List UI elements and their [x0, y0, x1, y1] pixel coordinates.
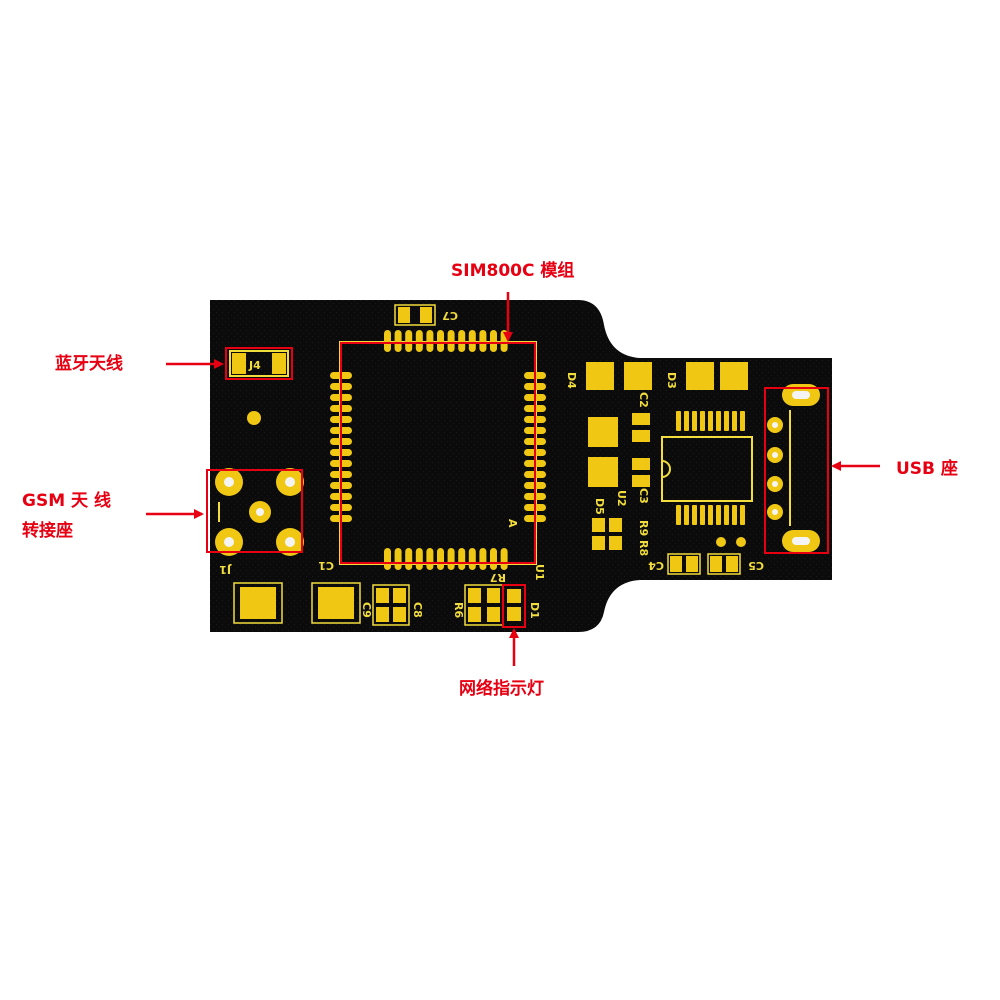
u2-pin — [716, 411, 721, 431]
u2-pin — [732, 505, 737, 525]
sim800c-pad — [437, 548, 444, 570]
sim800c-pad — [468, 548, 476, 570]
sim800c-pad — [415, 548, 423, 570]
bluetooth-antenna-component: J4 — [229, 350, 289, 377]
callout-usb-socket: USB 座 — [896, 459, 958, 479]
sim800c-pad — [458, 330, 466, 352]
sim800c-pad — [500, 330, 508, 352]
bottom-left-capacitors: C1 — [233, 559, 361, 624]
sim800c-pad — [490, 548, 497, 570]
silk-U2: U2 — [615, 490, 628, 507]
silk-J1: J1 — [219, 563, 232, 576]
silk-J4: J4 — [248, 359, 261, 372]
u2-pin — [684, 505, 689, 525]
u2-pin — [692, 411, 697, 431]
silk-C8: C8 — [411, 602, 424, 618]
u2-pin — [724, 411, 729, 431]
sim800c-pad — [479, 330, 487, 352]
u2-pin — [708, 505, 713, 525]
usb-bridge-chip-U2 — [661, 411, 753, 525]
sim800c-pad — [490, 330, 497, 352]
sim800c-pad — [437, 330, 444, 352]
silk-C9: C9 — [360, 602, 373, 618]
u2-pin — [700, 411, 705, 431]
u2-pin — [716, 505, 721, 525]
silk-R6: R6 — [452, 602, 465, 618]
highlight-gsm-connector — [206, 469, 303, 553]
capacitors-C9-C8: C9 C8 — [360, 584, 424, 626]
callout-sim800c-module: SIM800C 模组 — [451, 261, 575, 281]
callout-gsm-antenna-line1: GSM 天 线 — [22, 491, 111, 511]
silk-C5: C5 — [748, 559, 764, 572]
sim800c-pads — [330, 330, 546, 570]
capacitor-C7: C7 — [394, 304, 458, 326]
u2-pin — [708, 411, 713, 431]
silk-U1: U1 — [533, 564, 546, 581]
sim800c-pad — [394, 330, 402, 352]
sim800c-pad — [405, 548, 413, 570]
diodes-D4-D3: D4 D3 — [565, 362, 748, 390]
diode-D5-group: C2 C3 U2 D5 — [588, 392, 650, 515]
u2-pin — [676, 505, 681, 525]
sim800c-pad — [394, 548, 402, 570]
u2-pin — [676, 411, 681, 431]
resistors-R9-R8: R9 R8 — [592, 518, 650, 556]
sim800c-pad — [405, 330, 413, 352]
sim800c-pad — [415, 330, 423, 352]
silk-C3: C3 — [637, 488, 650, 504]
u2-pins — [676, 411, 745, 525]
sim800c-pad — [500, 548, 508, 570]
highlight-bluetooth-antenna — [225, 347, 293, 380]
u2-pin — [732, 411, 737, 431]
highlight-sim800c — [340, 342, 536, 564]
sim800c-pad — [458, 548, 466, 570]
silk-R7: R7 — [490, 571, 506, 584]
u2-pin — [692, 505, 697, 525]
u2-pin — [740, 411, 745, 431]
sim800c-pad — [447, 548, 455, 570]
callout-bluetooth-antenna: 蓝牙天线 — [55, 354, 123, 374]
u2-pin — [740, 505, 745, 525]
u2-pin — [724, 505, 729, 525]
silk-D4: D4 — [565, 372, 578, 389]
highlight-network-led — [502, 584, 526, 628]
sim800c-pad — [384, 330, 391, 352]
silk-R9: R9 — [637, 520, 650, 536]
gsm-antenna-connector: J1 — [215, 468, 304, 576]
mounting-hole — [247, 411, 261, 425]
sim800c-pad — [426, 330, 434, 352]
sim800c-pad — [479, 548, 487, 570]
silk-C4: C4 — [648, 559, 664, 572]
sim800c-pad — [426, 548, 434, 570]
sim800c-pad — [468, 330, 476, 352]
silk-D5: D5 — [593, 498, 606, 515]
callout-gsm-antenna-line2: 转接座 — [22, 521, 73, 541]
silk-C7: C7 — [442, 309, 458, 322]
silk-C1: C1 — [318, 559, 334, 572]
silk-D3: D3 — [665, 372, 678, 389]
u2-pin — [700, 505, 705, 525]
usb-socket-component — [767, 384, 820, 552]
silk-C2: C2 — [637, 392, 650, 408]
silk-D1: D1 — [528, 602, 541, 619]
capacitors-C4-C5: C4 C5 — [648, 537, 764, 575]
callout-network-led: 网络指示灯 — [459, 679, 544, 699]
sim800c-pad — [447, 330, 455, 352]
sim800c-pad — [384, 548, 391, 570]
network-led-group: R6 R7 D1 — [452, 571, 541, 626]
highlight-usb-socket — [764, 387, 829, 554]
silk-pin1: A — [506, 519, 519, 528]
u2-pin — [684, 411, 689, 431]
pcb-board — [210, 300, 832, 632]
silk-R8: R8 — [637, 540, 650, 556]
